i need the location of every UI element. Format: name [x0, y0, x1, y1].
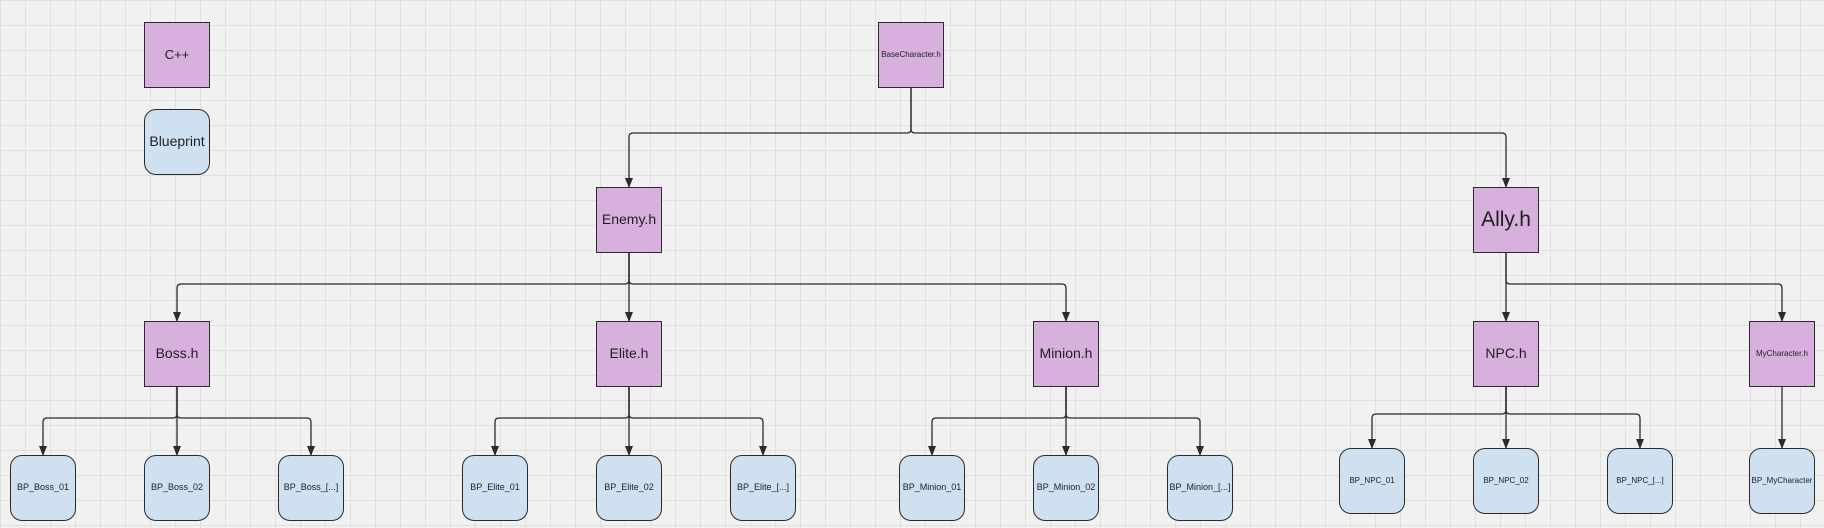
node-bp-npc-01[interactable]: BP_NPC_01 [1339, 448, 1405, 514]
edge-boss-to-bp_boss_more [176, 387, 315, 456]
node-bp-minion-02-label: BP_Minion_02 [1036, 482, 1096, 493]
edge-base-to-enemy [625, 88, 912, 188]
node-bp-boss-01-label: BP_Boss_01 [16, 482, 70, 493]
node-bp-npc-01-label: BP_NPC_01 [1349, 475, 1395, 485]
node-boss-label: Boss.h [155, 345, 199, 362]
node-mycharacter[interactable]: MyCharacter.h [1749, 321, 1815, 387]
node-bp-npc-02-label: BP_NPC_02 [1483, 475, 1529, 485]
edge-elite-to-bp_elite_more [628, 387, 767, 456]
node-bp-minion-more-label: BP_Minion_[...] [1169, 482, 1231, 493]
legend-cpp[interactable]: C++ [144, 22, 210, 88]
edge-minion-to-bp_minion_more [1065, 387, 1204, 456]
node-basecharacter-label: BaseCharacter.h [881, 49, 941, 59]
node-minion-label: Minion.h [1039, 345, 1093, 362]
node-bp-mycharacter[interactable]: BP_MyCharacter [1749, 448, 1815, 514]
node-bp-elite-01[interactable]: BP_Elite_01 [462, 455, 528, 521]
edge-npc-to-bp_npc_01 [1368, 387, 1507, 449]
node-bp-boss-02[interactable]: BP_Boss_02 [144, 455, 210, 521]
edge-ally-to-mychar [1505, 253, 1786, 322]
node-npc[interactable]: NPC.h [1473, 321, 1539, 387]
node-bp-npc-02[interactable]: BP_NPC_02 [1473, 448, 1539, 514]
node-bp-elite-more[interactable]: BP_Elite_[...] [730, 455, 796, 521]
node-bp-minion-01[interactable]: BP_Minion_01 [899, 455, 965, 521]
edge-enemy-to-minion [628, 253, 1070, 322]
node-bp-elite-02-label: BP_Elite_02 [604, 482, 654, 493]
node-mycharacter-label: MyCharacter.h [1755, 348, 1809, 358]
node-bp-boss-02-label: BP_Boss_02 [150, 482, 204, 493]
node-boss[interactable]: Boss.h [144, 321, 210, 387]
edge-minion-to-bp_minion_01 [928, 387, 1067, 456]
edge-npc-to-bp_npc_more [1505, 387, 1644, 449]
node-bp-minion-02[interactable]: BP_Minion_02 [1033, 455, 1099, 521]
node-enemy-label: Enemy.h [601, 211, 657, 228]
node-bp-npc-more[interactable]: BP_NPC_[...] [1607, 448, 1673, 514]
node-bp-npc-more-label: BP_NPC_[...] [1616, 475, 1664, 485]
node-bp-boss-more[interactable]: BP_Boss_[...] [278, 455, 344, 521]
node-ally[interactable]: Ally.h [1473, 187, 1539, 253]
node-elite[interactable]: Elite.h [596, 321, 662, 387]
node-bp-elite-02[interactable]: BP_Elite_02 [596, 455, 662, 521]
node-minion[interactable]: Minion.h [1033, 321, 1099, 387]
edge-elite-to-bp_elite_01 [491, 387, 630, 456]
legend-blueprint[interactable]: Blueprint [144, 109, 210, 175]
edge-boss-to-bp_boss_01 [39, 387, 178, 456]
node-enemy[interactable]: Enemy.h [596, 187, 662, 253]
node-bp-elite-more-label: BP_Elite_[...] [736, 482, 790, 493]
node-bp-boss-more-label: BP_Boss_[...] [283, 482, 339, 493]
node-basecharacter[interactable]: BaseCharacter.h [878, 22, 944, 88]
node-npc-label: NPC.h [1485, 345, 1527, 362]
node-bp-minion-01-label: BP_Minion_01 [902, 482, 962, 493]
edge-enemy-to-boss [173, 253, 630, 322]
node-ally-label: Ally.h [1481, 208, 1531, 232]
edge-base-to-ally [910, 88, 1510, 188]
node-elite-label: Elite.h [609, 345, 649, 362]
legend-blueprint-label: Blueprint [149, 133, 205, 150]
legend-cpp-label: C++ [164, 46, 190, 62]
node-bp-elite-01-label: BP_Elite_01 [470, 482, 520, 493]
node-bp-minion-more[interactable]: BP_Minion_[...] [1167, 455, 1233, 521]
node-bp-boss-01[interactable]: BP_Boss_01 [10, 455, 76, 521]
node-bp-mycharacter-label: BP_MyCharacter [1751, 475, 1813, 485]
